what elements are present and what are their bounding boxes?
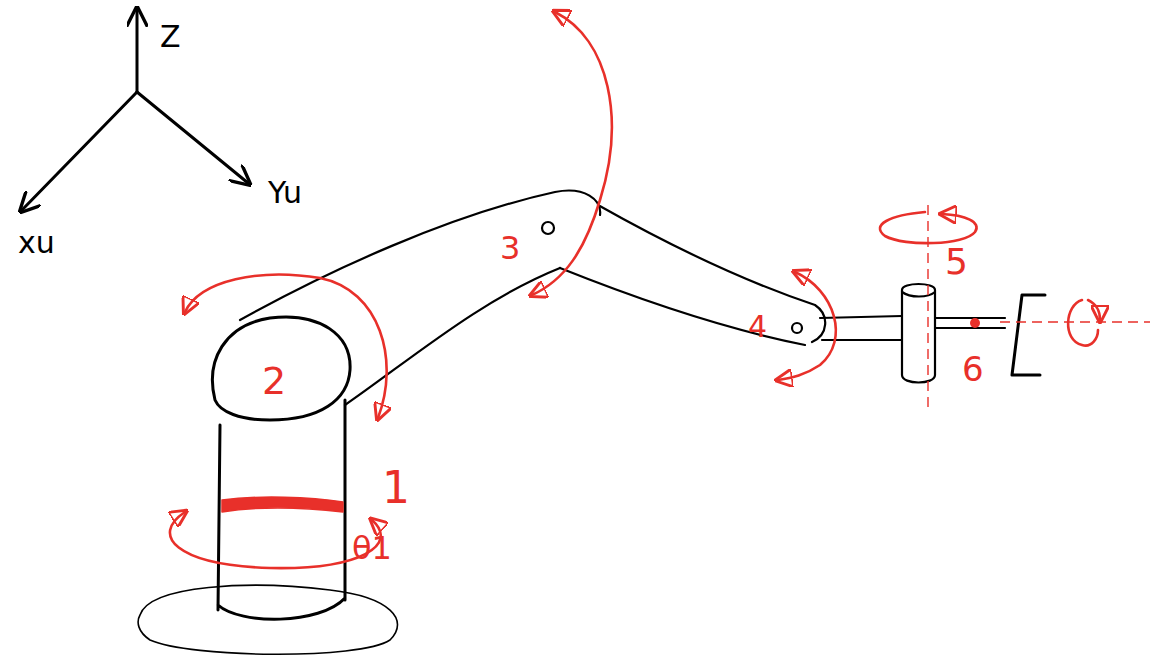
rotation-arrow — [778, 272, 836, 380]
callout-number: 2 — [262, 362, 286, 400]
forearm-bottom — [560, 268, 805, 345]
axis-label: Z — [160, 22, 181, 52]
axis-line — [1000, 321, 1150, 322]
axis-line — [927, 205, 928, 410]
callout-number: 4 — [748, 312, 767, 342]
rotation-arrow — [880, 212, 977, 243]
upper-arm-top — [240, 191, 600, 320]
joint-pin — [542, 222, 554, 234]
rotation-arrow — [170, 512, 381, 568]
tool-shaft — [935, 318, 1005, 328]
callout-number: 1 — [382, 466, 410, 510]
rotation-arrow — [532, 12, 612, 295]
shoulder-head — [212, 317, 350, 420]
joint-pin — [792, 323, 802, 333]
wrist-link — [820, 316, 902, 340]
callout-number: θ1 — [352, 532, 392, 564]
wrist-cylinder — [902, 284, 935, 383]
joint-band — [222, 497, 343, 512]
column — [218, 400, 345, 619]
rotation-arrow — [185, 275, 387, 418]
callout-number: 3 — [500, 232, 520, 264]
axis-triad — [22, 10, 248, 210]
callout-number: 5 — [945, 244, 968, 280]
axis-label: xu — [18, 228, 55, 258]
callout-number: 6 — [962, 352, 984, 386]
upper-arm-bottom — [345, 268, 560, 405]
wrist-cylinder — [902, 292, 935, 297]
axis-label: Yu — [268, 178, 302, 208]
joint-dot — [970, 318, 980, 328]
gripper — [1012, 295, 1045, 375]
rotation-arrow — [1068, 300, 1100, 346]
